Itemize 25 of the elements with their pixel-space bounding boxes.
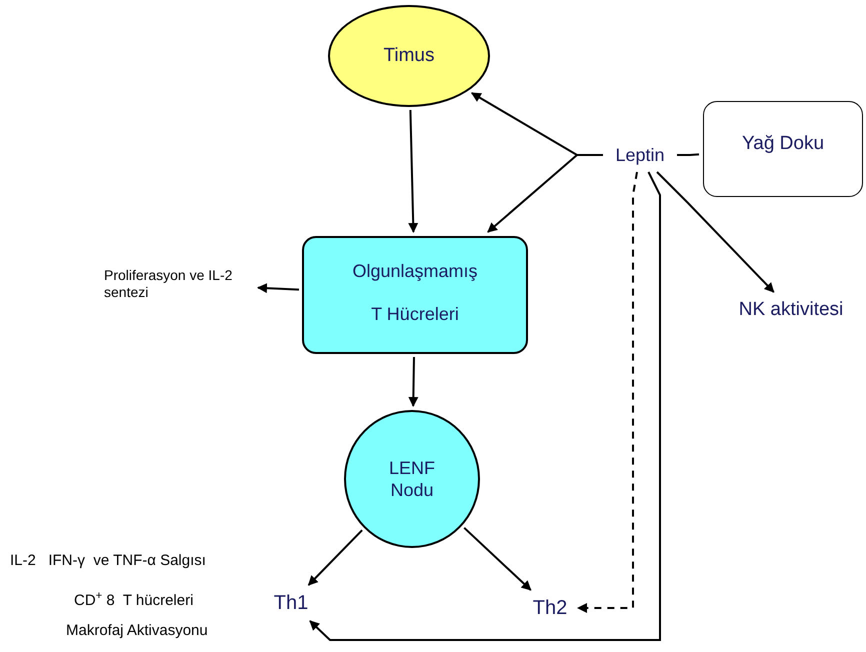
- node-label: LENF Nodu: [388, 456, 436, 502]
- node-label: Timus: [383, 44, 435, 68]
- node-label: Leptin: [615, 144, 665, 167]
- node-label: Th1: [274, 591, 308, 616]
- note-text: Makrofaj Aktivasyonu: [66, 621, 208, 641]
- arrow: [257, 283, 300, 294]
- arrow: [464, 527, 532, 591]
- node-label: Yağ Doku: [742, 132, 824, 156]
- arrow: [577, 172, 638, 613]
- connector-line: [677, 153, 700, 156]
- note-text: IL-2 IFN-γ ve TNF-α Salgısı: [10, 551, 206, 571]
- node-label: Proliferasyon ve IL-2 sentezi: [104, 266, 234, 302]
- arrow: [656, 171, 774, 293]
- arrow: [408, 110, 418, 233]
- node-label: Th2: [532, 596, 568, 621]
- note-text: CD$^{+}$ 8 T hücreleri: [74, 590, 194, 611]
- arrow: [408, 356, 418, 407]
- arrow: [309, 172, 661, 641]
- process-box: [302, 236, 528, 354]
- node-label: Olgunlaşmamış: [352, 260, 478, 283]
- node-label: T Hücreleri: [371, 303, 459, 326]
- arrow: [308, 530, 363, 586]
- process-box: [703, 101, 863, 197]
- node-label: NK aktivitesi: [738, 298, 844, 322]
- arrow: [487, 154, 603, 233]
